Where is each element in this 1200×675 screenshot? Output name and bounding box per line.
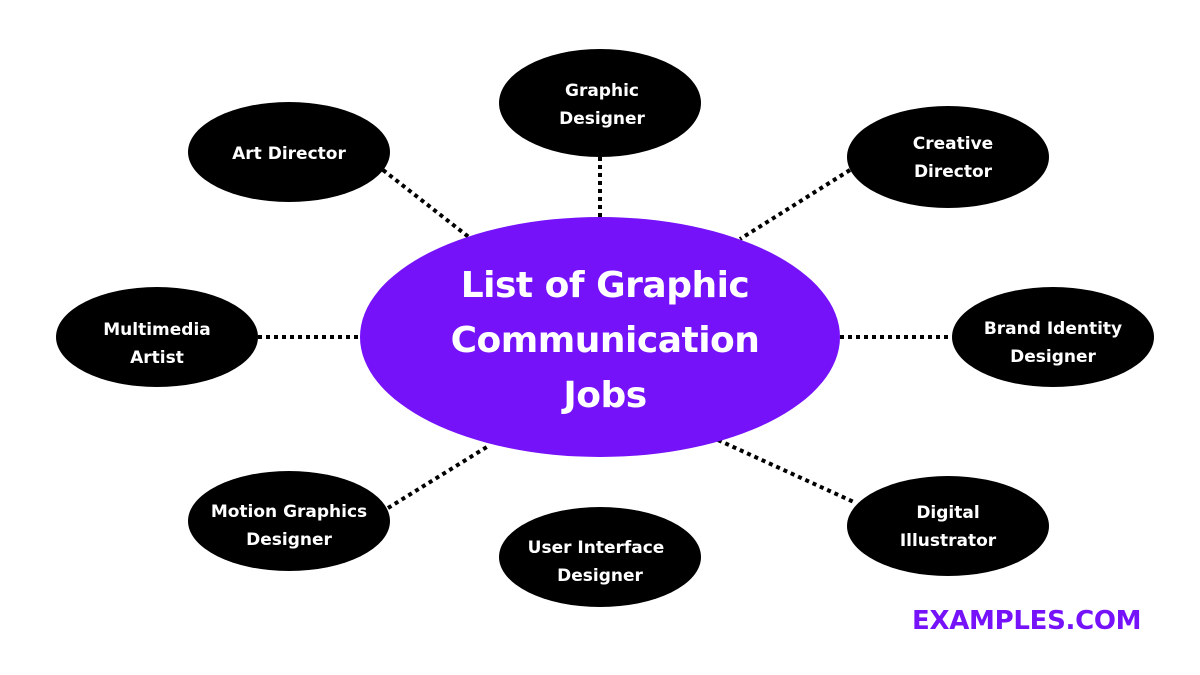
node-label-line-1: Creative (913, 134, 993, 154)
node-label-line-2: Illustrator (900, 531, 997, 551)
connector-art-director (381, 168, 472, 240)
node-ellipse (499, 507, 701, 607)
connector-creative-director (738, 168, 852, 241)
center-node: List of Graphic Communication Jobs (360, 217, 840, 457)
node-label-line-1: User Interface (528, 538, 665, 558)
node-label-line-1: Motion Graphics (211, 502, 367, 522)
node-graphic-designer: Graphic Designer (499, 49, 701, 157)
center-ellipse (360, 217, 840, 457)
node-ellipse (499, 49, 701, 157)
node-digital-illustrator: Digital Illustrator (847, 476, 1049, 576)
center-title-line-2: Communication (451, 320, 760, 361)
node-creative-director: Creative Director (847, 106, 1049, 208)
watermark-logo: EXAMPLES.COM (912, 606, 1142, 636)
node-ellipse (847, 106, 1049, 208)
node-ellipse (188, 102, 390, 202)
center-title-line-3: Jobs (560, 375, 646, 416)
node-label-line-1: Art Director (232, 144, 346, 164)
node-label-line-1: Graphic (565, 81, 639, 101)
center-title-line-1: List of Graphic (461, 265, 750, 306)
node-ellipse (952, 287, 1154, 387)
node-brand-identity-designer: Brand Identity Designer (952, 287, 1154, 387)
node-label-line-1: Digital (916, 503, 979, 523)
node-label-line-2: Designer (557, 566, 643, 586)
node-label-line-2: Designer (1010, 347, 1096, 367)
node-ellipse (56, 287, 258, 387)
node-label-line-1: Brand Identity (984, 319, 1122, 339)
node-user-interface-designer: User Interface Designer (499, 507, 701, 607)
node-motion-graphics-designer: Motion Graphics Designer (188, 471, 390, 571)
connector-digital-illustrator (717, 438, 857, 505)
connector-motion-graphics-designer (386, 443, 492, 510)
connectors (258, 157, 952, 510)
node-multimedia-artist: Multimedia Artist (56, 287, 258, 387)
node-art-director: Art Director (188, 102, 390, 202)
node-label-line-2: Designer (559, 109, 645, 129)
node-ellipse (847, 476, 1049, 576)
node-label-line-2: Designer (246, 530, 332, 550)
node-label-line-2: Artist (130, 348, 184, 368)
node-label-line-2: Director (914, 162, 993, 182)
node-label-line-1: Multimedia (103, 320, 211, 340)
node-ellipse (188, 471, 390, 571)
